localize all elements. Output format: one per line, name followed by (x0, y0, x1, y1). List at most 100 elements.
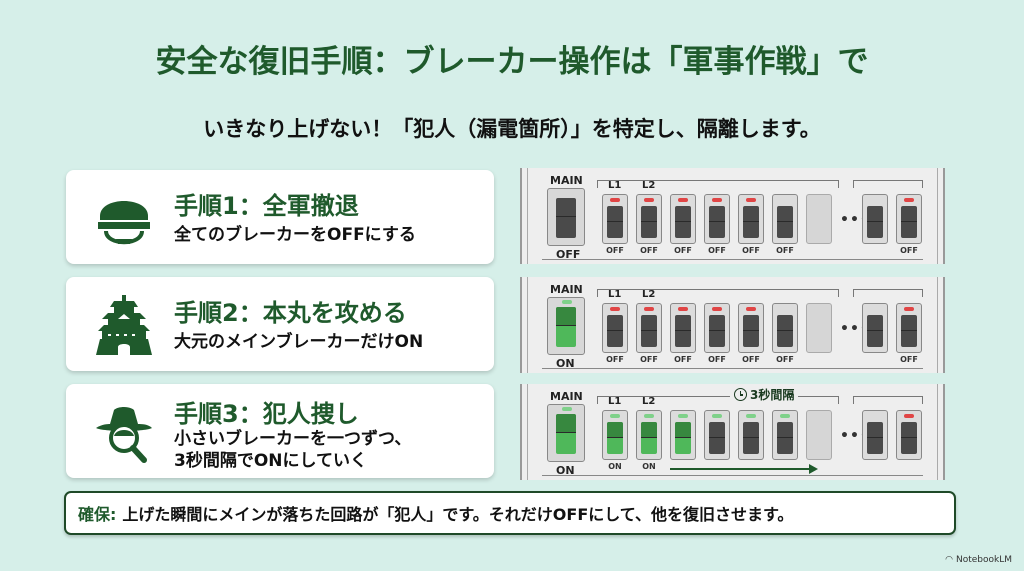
step-desc: 小さいブレーカーを一つずつ、 3秒間隔でONにしていく (174, 428, 411, 472)
breaker-state: OFF (674, 246, 692, 255)
step-card-1: 手順1：全軍撤退 全てのブレーカーをOFFにする (66, 170, 494, 264)
breaker-state: OFF (900, 246, 918, 255)
led-indicator (678, 307, 688, 311)
breaker-lever[interactable] (777, 315, 793, 347)
circuit-breaker[interactable] (772, 303, 798, 353)
breaker-lever[interactable] (743, 422, 759, 454)
group-bracket (597, 289, 839, 297)
breaker-lever[interactable] (675, 315, 691, 347)
breaker-lever[interactable] (867, 422, 883, 454)
breaker-lever[interactable] (556, 198, 576, 238)
breaker-lever[interactable] (641, 206, 657, 238)
interval-label: 3秒間隔 (730, 386, 799, 403)
castle-icon (92, 293, 156, 357)
breaker-lever[interactable] (607, 315, 623, 347)
led-indicator (746, 414, 756, 418)
circuit-breaker[interactable] (738, 194, 764, 244)
led-indicator (610, 198, 620, 202)
circuit-breaker[interactable] (602, 303, 628, 353)
circuit-breaker[interactable] (636, 410, 662, 460)
circuit-label: L2 (642, 180, 656, 191)
led-indicator (610, 307, 620, 311)
main-breaker[interactable] (547, 404, 585, 462)
circuit-breaker[interactable] (896, 410, 922, 460)
circuit-breaker[interactable] (670, 303, 696, 353)
step-desc: 大元のメインブレーカーだけON (174, 332, 424, 352)
breaker-lever[interactable] (675, 206, 691, 238)
breaker-lever[interactable] (709, 422, 725, 454)
main-breaker[interactable] (547, 297, 585, 355)
breaker-lever[interactable] (901, 315, 917, 347)
circuit-breaker[interactable] (602, 410, 628, 460)
breaker-lever[interactable] (901, 206, 917, 238)
breaker-lever[interactable] (709, 206, 725, 238)
step-title: 手順3：犯人捜し (174, 400, 359, 428)
circuit-label: L2 (642, 396, 656, 407)
breaker-lever[interactable] (867, 206, 883, 238)
circuit-breaker[interactable] (772, 410, 798, 460)
progress-arrow-icon (670, 464, 818, 474)
breaker-lever[interactable] (867, 315, 883, 347)
breaker-lever[interactable] (709, 315, 725, 347)
step-desc: 全てのブレーカーをOFFにする (174, 225, 416, 245)
led-indicator (746, 307, 756, 311)
circuit-breaker[interactable] (772, 194, 798, 244)
step-desc-line: 小さいブレーカーを一つずつ、 (174, 429, 412, 449)
breaker-lever[interactable] (777, 422, 793, 454)
panel-baseline (542, 259, 923, 260)
circuit-label: L2 (642, 289, 656, 300)
breaker-state: OFF (900, 355, 918, 364)
breaker-lever[interactable] (641, 315, 657, 347)
panel-baseline (542, 368, 923, 369)
breaker-lever[interactable] (777, 206, 793, 238)
panel-edge (527, 384, 528, 480)
circuit-breaker[interactable] (704, 303, 730, 353)
led-indicator (712, 307, 722, 311)
breaker-state: OFF (640, 246, 658, 255)
breaker-lever[interactable] (641, 422, 657, 454)
circuit-breaker[interactable] (862, 410, 888, 460)
main-breaker[interactable] (547, 188, 585, 246)
brand-name: NotebookLM (955, 555, 1012, 565)
panel-edge (527, 168, 528, 264)
breaker-lever[interactable] (743, 315, 759, 347)
breaker-lever[interactable] (675, 422, 691, 454)
breaker-lever[interactable] (607, 422, 623, 454)
circuit-breaker[interactable] (704, 194, 730, 244)
circuit-breaker[interactable] (862, 194, 888, 244)
group-bracket (597, 396, 839, 404)
circuit-breaker[interactable] (636, 303, 662, 353)
main-state: OFF (556, 248, 581, 261)
main-label: MAIN (550, 390, 583, 403)
circuit-breaker[interactable] (738, 303, 764, 353)
breaker-lever[interactable] (556, 307, 576, 347)
page-title: 安全な復旧手順：ブレーカー操作は「軍事作戦」で (155, 44, 869, 80)
circuit-breaker[interactable] (896, 194, 922, 244)
breaker-lever[interactable] (901, 422, 917, 454)
led-indicator (562, 407, 572, 411)
circuit-breaker[interactable] (636, 194, 662, 244)
circuit-breaker[interactable] (670, 410, 696, 460)
circuit-breaker[interactable] (602, 194, 628, 244)
blank-slot (806, 194, 832, 244)
led-indicator (678, 198, 688, 202)
panel-edge (527, 277, 528, 373)
led-indicator (746, 198, 756, 202)
circuit-breaker[interactable] (896, 303, 922, 353)
circuit-label: L1 (608, 180, 622, 191)
step-title: 手順1：全軍撤退 (174, 192, 359, 220)
breaker-lever[interactable] (607, 206, 623, 238)
group-bracket (853, 289, 923, 297)
breaker-state: OFF (742, 355, 760, 364)
blank-slot (806, 410, 832, 460)
circuit-breaker[interactable] (738, 410, 764, 460)
breaker-state: OFF (674, 355, 692, 364)
breaker-state: OFF (708, 355, 726, 364)
circuit-breaker[interactable] (670, 194, 696, 244)
circuit-breaker[interactable] (862, 303, 888, 353)
clock-icon (734, 388, 747, 401)
circuit-breaker[interactable] (704, 410, 730, 460)
breaker-lever[interactable] (743, 206, 759, 238)
breaker-lever[interactable] (556, 414, 576, 454)
